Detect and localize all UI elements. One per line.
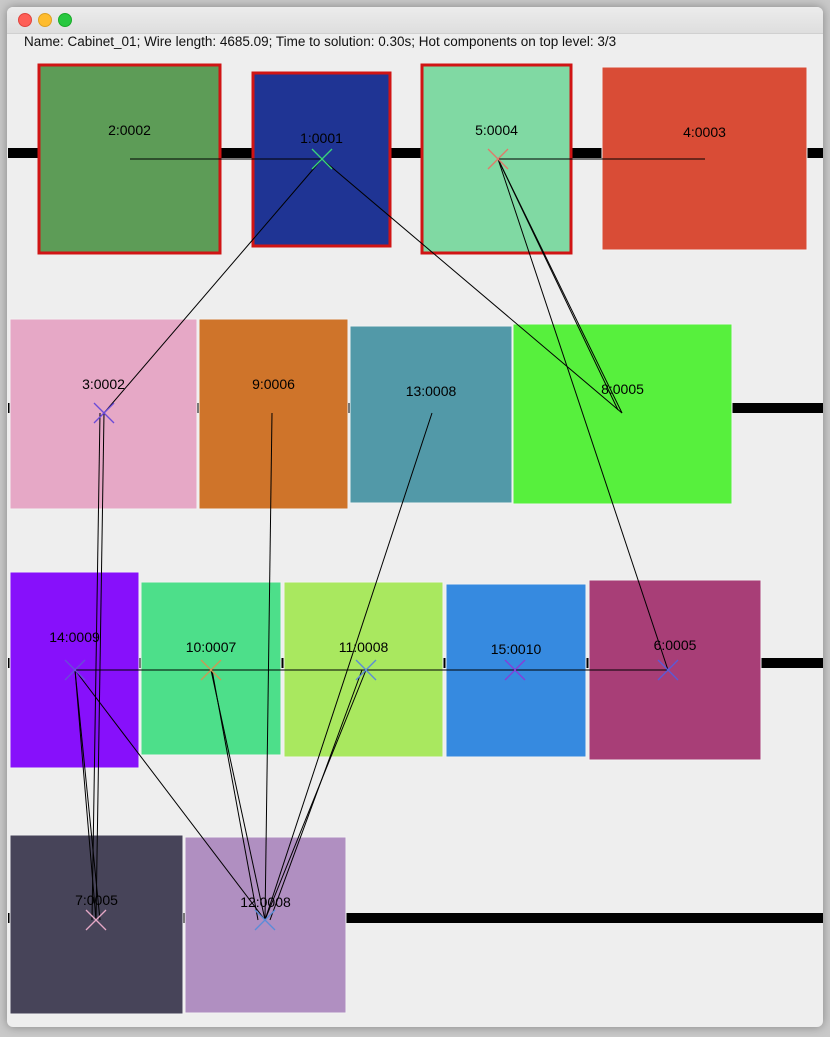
component-label: 3:0002 bbox=[82, 376, 125, 392]
pin-marker-c14 bbox=[64, 659, 86, 681]
component-c9[interactable]: 9:0006 bbox=[198, 318, 349, 510]
component-label: 4:0003 bbox=[683, 124, 726, 140]
minimize-button[interactable] bbox=[38, 13, 52, 27]
mounting-rails bbox=[8, 148, 823, 923]
component-box[interactable] bbox=[198, 318, 349, 510]
wire-6 bbox=[95, 412, 105, 921]
component-label: 13:0008 bbox=[406, 383, 457, 399]
rail-1 bbox=[8, 148, 823, 158]
component-label: 15:0010 bbox=[491, 641, 542, 657]
wire-extra-2 bbox=[211, 669, 259, 921]
pin-marker-c7 bbox=[85, 909, 107, 931]
component-label: 2:0002 bbox=[108, 122, 151, 138]
component-label: 11:0008 bbox=[339, 639, 389, 655]
wire-5 bbox=[497, 158, 669, 671]
rail-4 bbox=[8, 913, 823, 923]
component-box[interactable] bbox=[512, 323, 733, 505]
component-c10[interactable]: 10:0007 bbox=[140, 581, 282, 756]
component-box[interactable] bbox=[140, 581, 282, 756]
component-label: 6:0005 bbox=[654, 637, 697, 653]
wire-14 bbox=[74, 669, 266, 921]
pin-marker-c11 bbox=[355, 659, 377, 681]
wire-extra-3 bbox=[269, 669, 363, 921]
component-boxes: 2:0002 1:0001 5:0004 4:0003 3:0002 9:0006 13:0… bbox=[9, 63, 808, 1015]
wire-extra-1 bbox=[74, 669, 101, 921]
wire-8 bbox=[264, 412, 433, 921]
wire-connections bbox=[74, 158, 705, 921]
pin-marker-c6 bbox=[657, 659, 679, 681]
wire-17 bbox=[497, 158, 619, 411]
title-bar bbox=[7, 7, 823, 34]
pin-marker-c1 bbox=[311, 148, 333, 170]
pin-marker-c5 bbox=[487, 148, 509, 170]
maximize-button[interactable] bbox=[58, 13, 72, 27]
wire-1 bbox=[103, 158, 323, 414]
component-label: 5:0004 bbox=[475, 122, 518, 138]
component-c8[interactable]: 8:0005 bbox=[512, 323, 733, 505]
pin-markers bbox=[64, 148, 679, 931]
wire-7 bbox=[264, 412, 273, 921]
status-line: Name: Cabinet_01; Wire length: 4685.09; … bbox=[24, 34, 617, 49]
pin-marker-c15 bbox=[504, 659, 526, 681]
pin-marker-c10 bbox=[200, 659, 222, 681]
component-label: 10:0007 bbox=[186, 639, 237, 655]
wire-extra-0 bbox=[91, 412, 101, 921]
wire-2 bbox=[321, 158, 623, 414]
component-label: 14:0009 bbox=[49, 629, 100, 645]
close-button[interactable] bbox=[18, 13, 32, 27]
pin-marker-c12 bbox=[254, 909, 276, 931]
component-label: 9:0006 bbox=[252, 376, 295, 392]
pin-marker-c3 bbox=[93, 402, 115, 424]
component-label: 1:0001 bbox=[300, 130, 343, 146]
